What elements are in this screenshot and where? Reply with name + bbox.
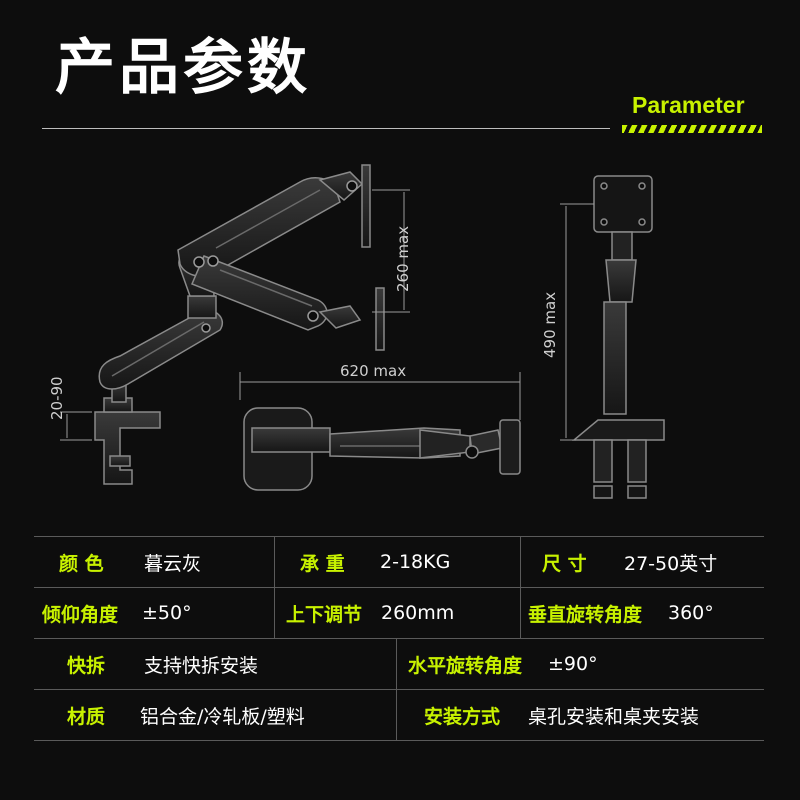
spec-value-tilt: ±50° [142, 602, 192, 624]
clamp-thickness-dimension: 20-90 [48, 376, 66, 420]
spec-row: 材质 铝合金/冷轧板/塑料 安装方式 桌孔安装和桌夹安装 [34, 690, 764, 741]
column-divider [520, 537, 521, 587]
spec-label-height-adjust: 上下调节 [286, 603, 363, 626]
front-view-arm [571, 175, 665, 499]
monitor-arm-technical-drawing: 260 max 20-90 620 max [48, 164, 665, 499]
spec-table: 颜 色 暮云灰 承 重 2-18KG 尺 寸 27-50英寸 倾仰角度 ±50°… [34, 536, 764, 741]
spec-value-quick-release: 支持快拆安装 [144, 654, 259, 677]
top-view-arm [243, 407, 521, 491]
spec-row: 快拆 支持快拆安装 水平旋转角度 ±90° [34, 639, 764, 690]
spec-value-horizontal-rotation: ±90° [548, 653, 598, 675]
spec-value-vertical-rotation: 360° [668, 602, 714, 624]
pole-height-dimension: 490 max [541, 292, 559, 358]
column-divider [520, 588, 521, 638]
spec-value-load: 2-18KG [380, 551, 451, 573]
spec-label-load: 承 重 [300, 552, 345, 575]
spec-label-tilt: 倾仰角度 [42, 603, 119, 626]
spec-value-installation: 桌孔安装和桌夹安装 [528, 705, 700, 728]
header-divider [42, 128, 610, 129]
spec-value-material: 铝合金/冷轧板/塑料 [140, 705, 305, 728]
column-divider [274, 537, 275, 587]
side-view-arm [94, 164, 385, 485]
height-range-dimension: 260 max [394, 226, 412, 292]
column-divider [396, 690, 397, 740]
reach-dimension: 620 max [340, 362, 406, 380]
spec-label-installation: 安装方式 [424, 705, 501, 728]
parameter-label: Parameter [632, 92, 745, 118]
spec-label-quick-release: 快拆 [67, 654, 106, 677]
spec-label-horizontal-rotation: 水平旋转角度 [408, 654, 523, 677]
spec-value-height-adjust: 260mm [381, 602, 455, 624]
spec-label-color: 颜 色 [59, 552, 104, 575]
column-divider [396, 639, 397, 689]
spec-label-size: 尺 寸 [542, 552, 587, 575]
spec-value-color: 暮云灰 [144, 552, 202, 575]
page-title: 产品参数 [55, 33, 311, 103]
spec-row: 倾仰角度 ±50° 上下调节 260mm 垂直旋转角度 360° [34, 588, 764, 639]
spec-value-size: 27-50英寸 [624, 552, 718, 575]
accent-hatch-stripe [622, 125, 762, 133]
spec-label-vertical-rotation: 垂直旋转角度 [528, 603, 643, 626]
spec-row: 颜 色 暮云灰 承 重 2-18KG 尺 寸 27-50英寸 [34, 536, 764, 588]
column-divider [274, 588, 275, 638]
spec-label-material: 材质 [67, 705, 106, 728]
